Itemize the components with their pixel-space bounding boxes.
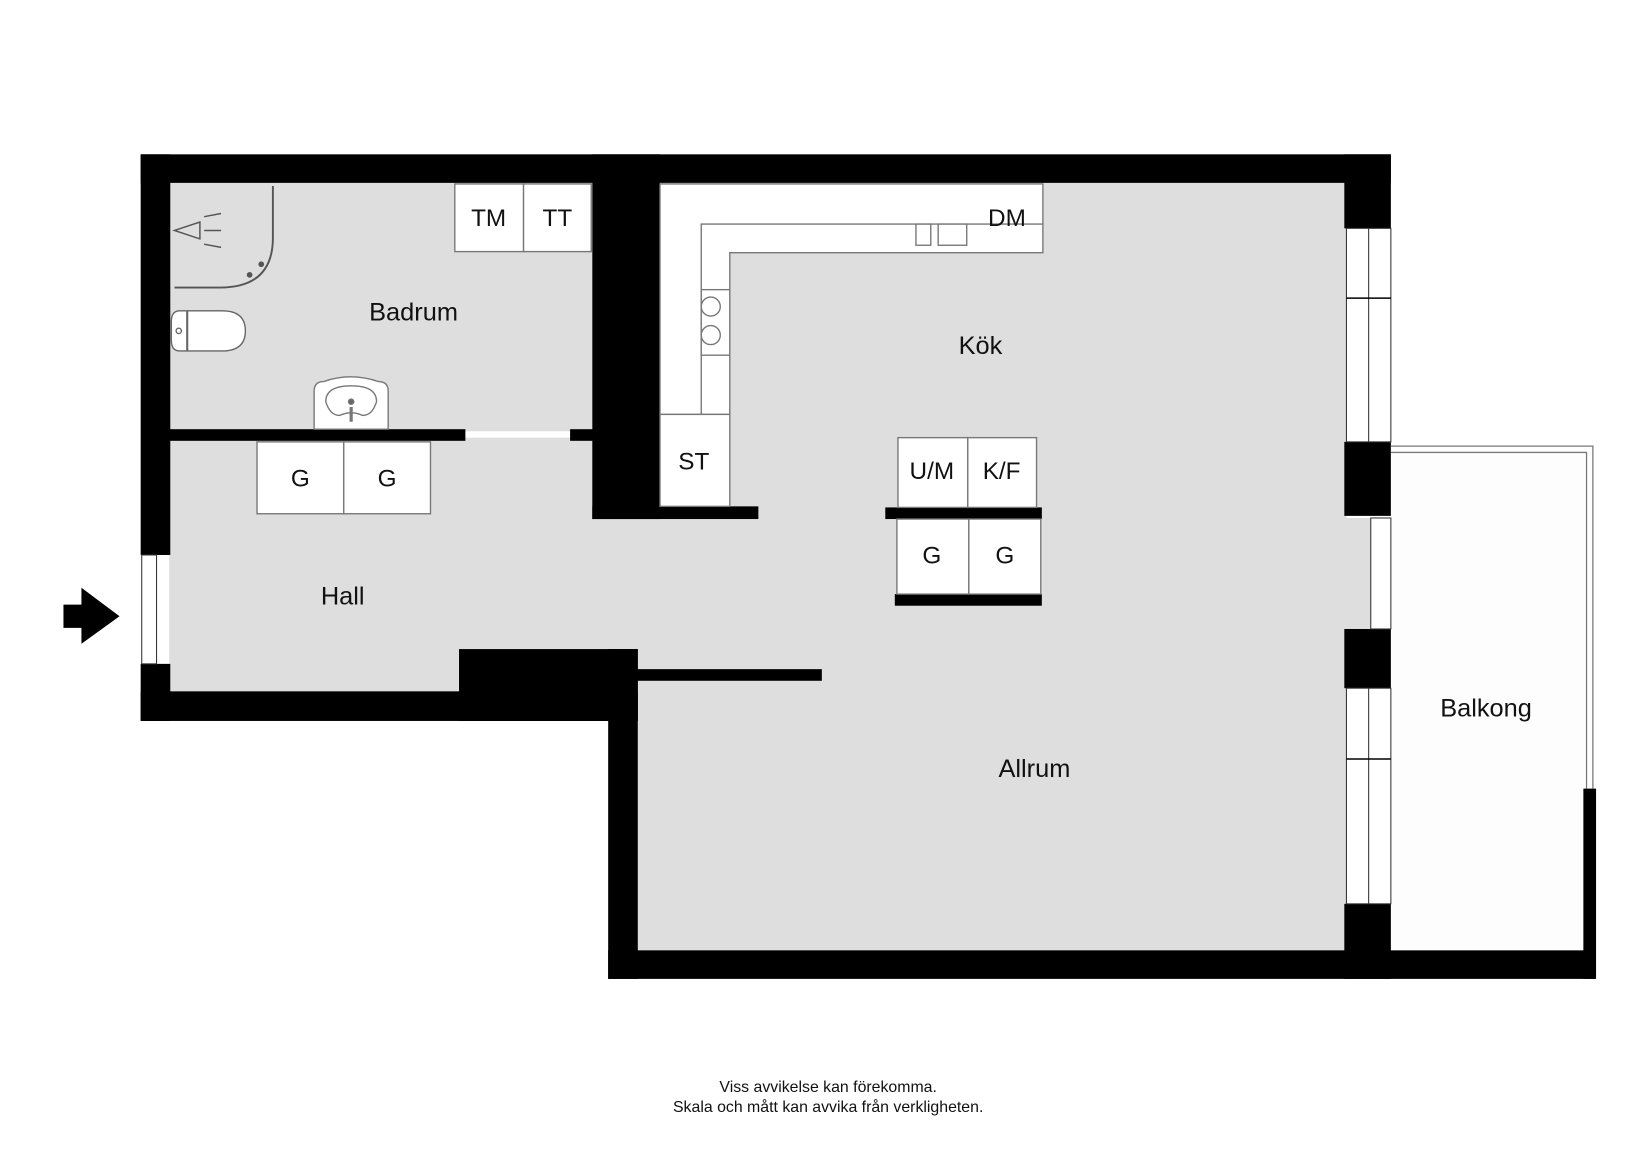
entrance-door[interactable] bbox=[141, 554, 158, 665]
wall-partition-hall-allrum bbox=[636, 669, 822, 681]
dishwasher-label: DM bbox=[988, 205, 1026, 232]
wall-bath-hall bbox=[169, 429, 466, 441]
wall-kitchen-island-bottom bbox=[894, 594, 1042, 606]
balkong-floor bbox=[1391, 454, 1585, 969]
wall-right-pier-2 bbox=[1344, 628, 1391, 689]
washing-machine-label: TM bbox=[471, 205, 506, 232]
kitchen-sink-left bbox=[915, 223, 932, 246]
hall-wardrobe-1 bbox=[256, 441, 345, 515]
laundry-units bbox=[454, 183, 592, 253]
hall-wardrobe-2 bbox=[343, 441, 432, 515]
wall-right-top bbox=[1344, 154, 1391, 229]
kitchen-wardrobe-2 bbox=[968, 518, 1042, 595]
kitchen-sink-right bbox=[937, 223, 968, 246]
entrance-arrow-icon bbox=[63, 587, 120, 644]
room-label-allrum: Allrum bbox=[998, 755, 1070, 783]
room-label-hall: Hall bbox=[321, 583, 365, 611]
room-label-balkong: Balkong bbox=[1440, 695, 1532, 723]
shower-icon bbox=[172, 186, 274, 289]
room-label-kok: Kök bbox=[959, 332, 1003, 360]
sink-icon bbox=[313, 376, 389, 430]
tumble-dryer bbox=[522, 183, 592, 253]
wall-bath-kitchen bbox=[592, 154, 660, 520]
wall-right-bottom bbox=[1344, 903, 1391, 979]
tumble-dryer-label: TT bbox=[543, 205, 573, 232]
fridge-freezer-label: K/F bbox=[983, 458, 1021, 485]
kitchen-counter bbox=[659, 183, 1044, 508]
wall-allrum-left bbox=[608, 649, 638, 979]
wall-balcony-right bbox=[1583, 788, 1597, 979]
kitchen-wardrobe-1 bbox=[896, 518, 970, 595]
storage-cabinet bbox=[659, 413, 731, 508]
wall-hall-step bbox=[459, 649, 638, 721]
kitchen-wardrobe-1-label: G bbox=[922, 542, 941, 569]
windows bbox=[141, 227, 1392, 905]
wall-kitchen-island-top bbox=[885, 507, 1042, 520]
wall-kitchen-stub bbox=[592, 506, 759, 520]
kitchen-island bbox=[896, 436, 1042, 595]
stove-icon bbox=[700, 288, 731, 356]
wall-allrum-bottom bbox=[608, 950, 1595, 979]
oven-microwave-label: U/M bbox=[910, 458, 955, 485]
walls bbox=[140, 154, 1597, 979]
room-label-badrum: Badrum bbox=[369, 298, 458, 326]
storage-cabinet-label: ST bbox=[678, 448, 709, 475]
balcony-railing bbox=[1390, 445, 1594, 789]
disclaimer-line-1: Viss avvikelse kan förekomma. bbox=[719, 1079, 936, 1096]
fridge-freezer bbox=[967, 436, 1038, 509]
balcony-door[interactable] bbox=[1370, 517, 1392, 630]
kitchen-wardrobe-2-label: G bbox=[995, 542, 1014, 569]
toilet-icon bbox=[170, 310, 247, 352]
hall-wardrobes bbox=[256, 441, 432, 515]
hall-wardrobe-2-label: G bbox=[378, 465, 397, 492]
wall-top bbox=[140, 154, 1391, 183]
door-threshold-balcony bbox=[1346, 517, 1371, 629]
hall-wardrobe-1-label: G bbox=[291, 465, 310, 492]
disclaimer-line-2: Skala och mått kan avvika från verklighe… bbox=[673, 1098, 983, 1116]
wall-right-pier-1 bbox=[1344, 441, 1391, 516]
wall-bath-hall-stub bbox=[570, 429, 594, 441]
wall-left-upper bbox=[140, 154, 171, 555]
